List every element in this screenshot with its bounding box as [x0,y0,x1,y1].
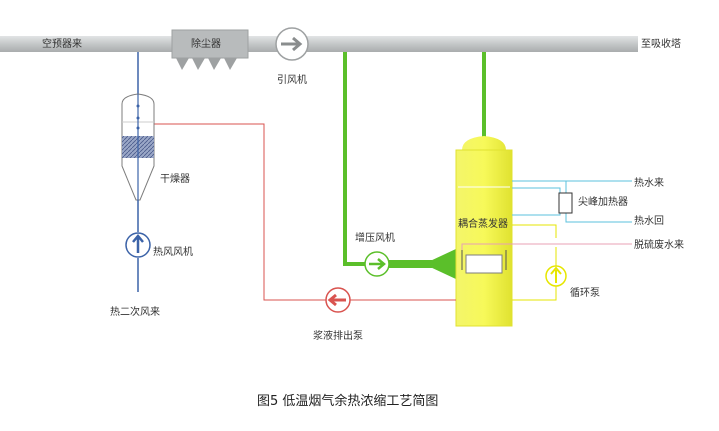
evaporator-window [465,254,503,274]
evaporator-label: 耦合蒸发器 [458,217,508,230]
dryer [121,93,155,201]
green-line-left [343,52,368,266]
peak-heater-label: 尖峰加热器 [578,195,628,208]
flue-duct-right [240,36,638,52]
hot-air-fan-label: 热风风机 [153,245,193,258]
dust-collector: 除尘器 [171,29,249,70]
circulating-pump-label: 循环泵 [570,286,600,299]
booster-fan [364,251,390,277]
induced-fan [275,27,309,61]
flue-duct-left [0,36,180,52]
secondary-air-label: 热二次风来 [110,305,160,318]
slurry-pump [325,287,351,313]
hot-air-fan [125,232,151,258]
peak-heater [558,192,573,214]
booster-fan-label: 增压风机 [355,231,395,244]
hot-water-in-label: 热水来 [634,176,664,189]
circulating-pump [545,265,567,287]
air-preheater-label: 空预器来 [42,37,82,50]
coupled-evaporator: 耦合蒸发器 [455,136,513,327]
absorber-label: 至吸收塔 [641,37,681,50]
induced-fan-label: 引风机 [277,73,307,86]
figure-caption: 图5 低温烟气余热浓缩工艺简图 [257,393,438,409]
dust-collector-label: 除尘器 [191,37,221,50]
desulfur-wastewater-line [461,243,632,250]
slurry-line [152,123,456,301]
hot-water-return-label: 热水回 [634,214,664,227]
evaporator-inlet-cone [428,248,458,280]
slurry-pump-label: 浆液排出泵 [313,329,363,342]
desulfur-wastewater-label: 脱硫废水来 [634,238,684,251]
dryer-label: 干燥器 [160,173,190,185]
circulation-line [512,224,557,301]
